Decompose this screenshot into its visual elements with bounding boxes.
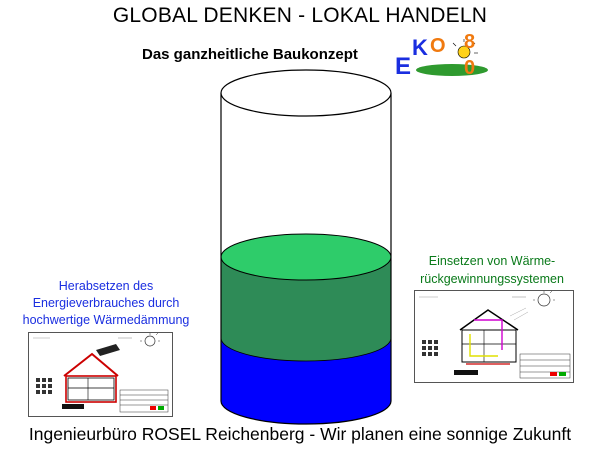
eko80-logo: E K O 8 0 [395,31,488,80]
page-title: GLOBAL DENKEN - LOKAL HANDELN [112,4,488,27]
left-caption-line-1: Herabsetzen des [58,279,154,293]
logo-letter-k: K [412,35,428,60]
right-caption-line-1: Einsetzen von Wärme- [428,254,556,268]
title-block [119,389,169,413]
footer-tagline: Ingenieurbüro ROSEL Reichenberg - Wir pl… [28,424,572,444]
legend-blocks [36,378,52,394]
left-caption-line-2: Energieverbrauches durch [32,296,180,310]
heat-recovery-plan-thumbnail [414,290,574,383]
logo-digit-0: 0 [464,57,475,79]
legend-blocks [422,340,438,356]
left-measure-caption: Herabsetzen des Energieverbrauches durch… [10,278,202,329]
left-caption-line-3: hochwertige Wärmedämmung [22,313,190,327]
cylinder-blue-body [221,338,391,424]
logo-sun [457,45,471,59]
wall-insulation-line [65,375,117,403]
heat-recovery-duct [474,319,503,350]
cylinder-bottom-edge [220,400,392,425]
logo-hill [416,64,488,76]
sun-icon [537,293,551,307]
right-caption-line-2: rückgewinnungssystemen [420,272,564,286]
solar-panel-icon [96,344,120,356]
sun-rays [509,307,529,321]
page-subtitle: Das ganzheitliche Baukonzept [142,46,358,63]
cylinder-green-body [221,257,391,361]
ventilation-duct [469,334,498,357]
logo-digit-8: 8 [464,31,475,53]
sun-icon [144,335,156,347]
cylinder-band-divider [220,337,392,362]
roof-insulation-line [63,352,119,377]
logo-letter-e: E [395,53,411,80]
cylinder-liquid-surface [220,233,392,281]
insulation-plan-thumbnail [28,332,173,417]
logo-sun-rays [452,39,478,54]
cylinder-top-opening [220,69,392,117]
logo-letter-o: O [430,35,446,57]
right-measure-caption: Einsetzen von Wärme- rückgewinnungssyste… [402,252,582,288]
